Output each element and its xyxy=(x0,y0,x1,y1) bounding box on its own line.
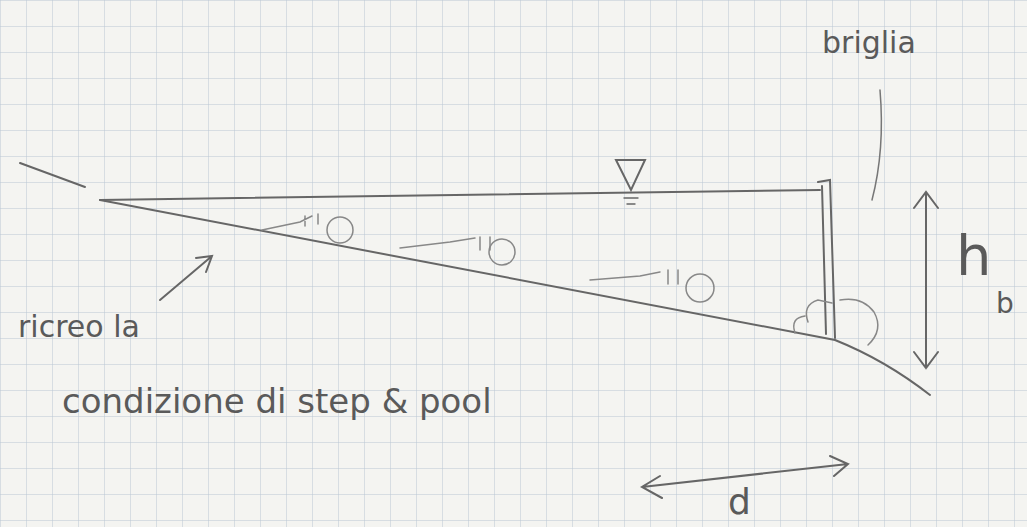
note-text: ricreo la xyxy=(18,312,140,342)
step-boulder xyxy=(489,239,515,265)
water-level-symbol xyxy=(616,160,645,190)
pencil-lines xyxy=(20,90,938,498)
bed-slope xyxy=(100,200,930,395)
pointer-arrow xyxy=(160,256,212,300)
part-label: briglia xyxy=(822,28,916,58)
step-boulder xyxy=(262,214,318,230)
leader-line xyxy=(872,90,881,200)
dam-rocks xyxy=(794,299,878,345)
water-surface xyxy=(100,190,820,200)
step-boulder xyxy=(400,237,490,250)
check-dam xyxy=(818,180,835,338)
note-text: condizione di step & pool xyxy=(62,384,492,418)
bank-line xyxy=(20,163,85,187)
dimension-label: h xyxy=(956,228,992,284)
step-boulder xyxy=(590,270,678,284)
step-boulder xyxy=(686,274,714,302)
dimension-subscript: b xyxy=(996,290,1014,318)
height-dimension xyxy=(914,192,938,368)
water-level-ticks xyxy=(624,198,638,204)
dimension-label: d xyxy=(728,484,751,520)
step-boulder xyxy=(327,217,353,243)
